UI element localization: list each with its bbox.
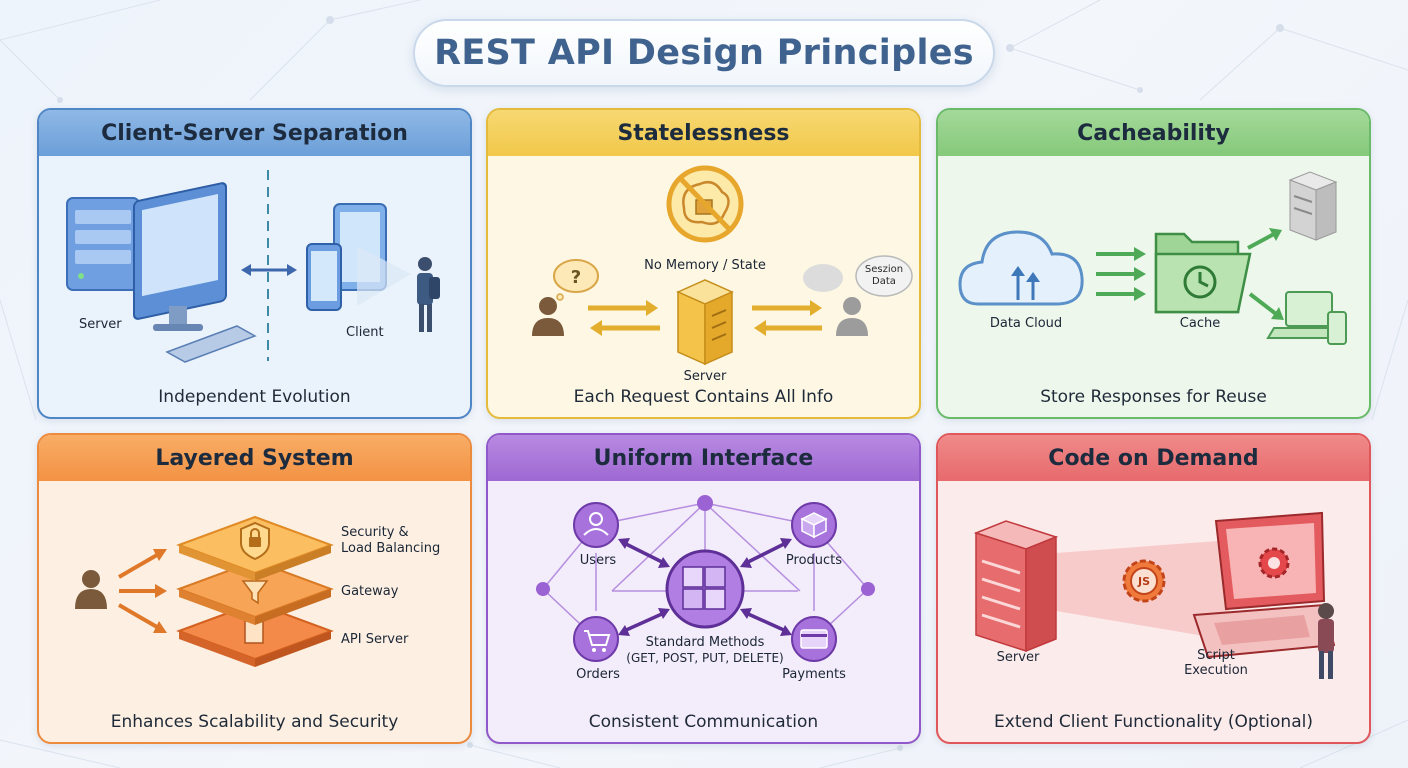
- cloud-icon: [958, 230, 1084, 306]
- gateway-label: Gateway: [341, 584, 399, 599]
- user-icon: [589, 512, 603, 526]
- server-label: Server: [997, 650, 1040, 665]
- script-label-2: Execution: [1184, 663, 1248, 678]
- gear-icon: JS: [1122, 559, 1166, 603]
- main-arrows: [623, 541, 787, 633]
- server-icon: [973, 520, 1059, 653]
- request-arrows-right: [752, 300, 822, 336]
- node-users: [573, 502, 619, 548]
- client-server-illustration: Server Client: [66, 170, 440, 363]
- monitor-icon: [133, 182, 227, 331]
- card-title: Layered System: [39, 435, 470, 481]
- products-label: Products: [786, 553, 842, 568]
- person-icon: [417, 257, 440, 332]
- session-label-1: Seszion: [865, 264, 903, 275]
- request-arrows-left: [588, 300, 660, 336]
- layer-security: [176, 515, 334, 581]
- code-on-demand-illustration: Server JS Script Execution: [973, 511, 1336, 679]
- security-label-1: Security &: [341, 525, 409, 540]
- person-icon: [75, 570, 107, 609]
- uniform-interface-illustration: Users Products Ord: [536, 495, 875, 682]
- methods-label-1: Standard Methods: [646, 635, 765, 650]
- card-client-server: Client-Server Separation: [37, 108, 472, 419]
- person-icon: [836, 297, 868, 336]
- keyboard-icon: [165, 325, 257, 363]
- node-center: [665, 549, 745, 629]
- node-dot: [536, 582, 550, 596]
- statelessness-illustration: No Memory / State ? Server: [532, 165, 913, 381]
- card-caption: Consistent Communication: [588, 712, 819, 732]
- card-title: Client-Server Separation: [39, 110, 470, 156]
- person-icon: [532, 297, 564, 336]
- no-symbol-icon: [666, 165, 744, 243]
- card-caption: Independent Evolution: [158, 387, 351, 407]
- box-icon: [800, 512, 828, 539]
- request-arrows: [117, 549, 167, 633]
- title-banner: REST API Design Principles: [413, 19, 995, 87]
- puzzle-icon: [682, 566, 726, 610]
- arrow-heads: [618, 538, 792, 636]
- funnel-icon: [241, 580, 269, 605]
- node-products: [791, 502, 837, 548]
- card-title: Cacheability: [938, 110, 1369, 156]
- data-cloud-label: Data Cloud: [990, 316, 1062, 331]
- question-bubble: ?: [553, 259, 599, 301]
- script-label-1: Script: [1197, 648, 1235, 663]
- card-caption: Each Request Contains All Info: [573, 387, 834, 407]
- output-arrows: [1247, 228, 1284, 320]
- layered-system-illustration: Security & Load Balancing Gateway API Se…: [75, 515, 440, 667]
- card-layered-system: Layered System: [37, 433, 472, 744]
- server-label: Server: [79, 317, 122, 332]
- person-icon: [1318, 603, 1334, 679]
- security-label-2: Load Balancing: [341, 541, 440, 556]
- server-icon: [66, 197, 140, 291]
- node-orders: [573, 616, 619, 662]
- orders-label: Orders: [576, 667, 620, 682]
- session-label-2: Data: [872, 276, 896, 287]
- payments-label: Payments: [782, 667, 846, 682]
- node-dot: [697, 495, 713, 511]
- no-memory-label: No Memory / State: [644, 258, 766, 273]
- card-cacheability: Cacheability Data Cloud Cache: [936, 108, 1371, 419]
- card-caption: Extend Client Functionality (Optional): [994, 712, 1313, 732]
- cacheability-illustration: Data Cloud Cache: [958, 171, 1347, 345]
- cart-icon: [584, 630, 611, 652]
- card-code-on-demand: Code on Demand Server JS: [936, 433, 1371, 744]
- folder-icon: [1154, 232, 1252, 314]
- node-dot: [861, 582, 875, 596]
- node-payments: [791, 616, 837, 662]
- server-icon: [1288, 171, 1338, 241]
- laptop-icon: [1192, 511, 1336, 659]
- card-caption: Enhances Scalability and Security: [110, 712, 399, 732]
- card-title: Uniform Interface: [488, 435, 919, 481]
- bidirectional-arrow: [241, 264, 297, 276]
- phone-icon: [306, 243, 342, 311]
- layer-api-server: [176, 601, 334, 667]
- laptop-icon: [1266, 291, 1347, 345]
- users-label: Users: [580, 553, 617, 568]
- methods-label-2: (GET, POST, PUT, DELETE): [626, 651, 783, 665]
- question-mark: ?: [571, 267, 581, 288]
- card-caption: Store Responses for Reuse: [1040, 387, 1267, 407]
- server-label: Server: [684, 369, 727, 381]
- gear-icon: [1258, 547, 1290, 579]
- card-statelessness: Statelessness No Memory / State ?: [486, 108, 921, 419]
- flow-arrows: [1096, 247, 1146, 301]
- server-icon: [676, 279, 734, 366]
- client-label: Client: [346, 325, 384, 340]
- card-uniform-interface: Uniform Interface Users: [486, 433, 921, 744]
- page-title: REST API Design Principles: [434, 33, 974, 73]
- api-server-label: API Server: [341, 632, 409, 647]
- lock-icon: [240, 521, 270, 561]
- card-title: Statelessness: [488, 110, 919, 156]
- card-title: Code on Demand: [938, 435, 1369, 481]
- cache-label: Cache: [1180, 316, 1220, 331]
- js-label: JS: [1137, 575, 1150, 588]
- session-cloud: Seszion Data: [803, 255, 913, 297]
- card-icon: [800, 629, 828, 649]
